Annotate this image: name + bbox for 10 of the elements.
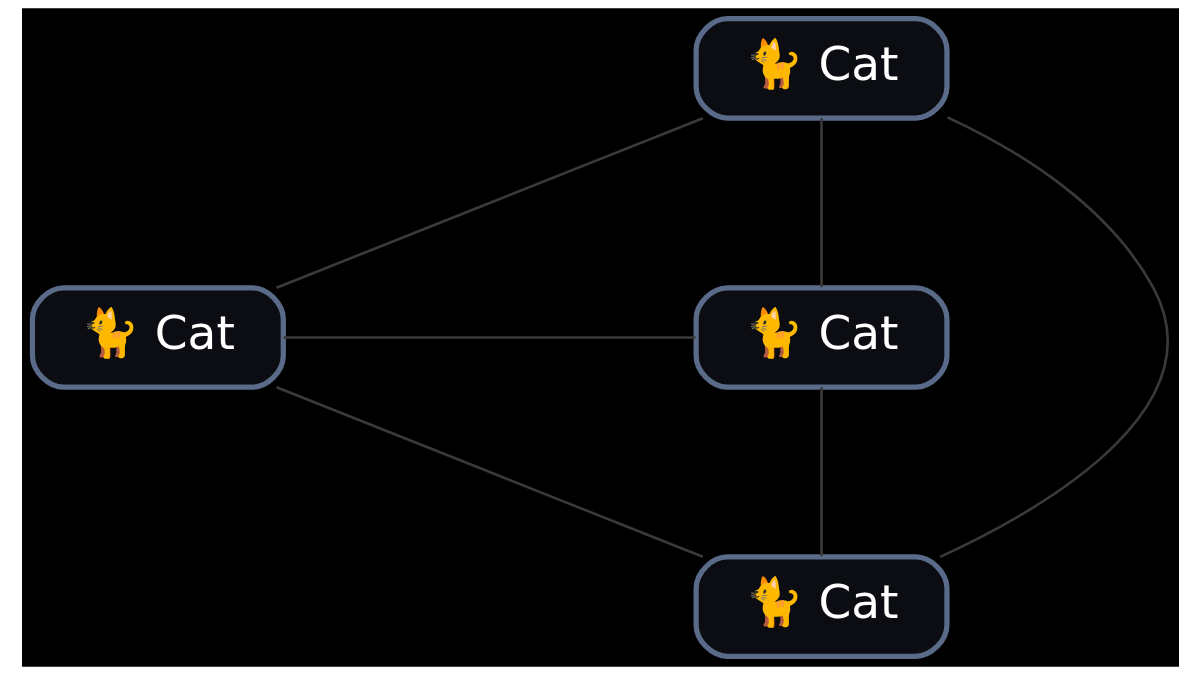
connector xyxy=(819,387,823,557)
node-box: 🐈 Cat xyxy=(693,285,950,390)
connector xyxy=(275,386,703,558)
node-box: 🐈 Cat xyxy=(693,554,950,659)
connector xyxy=(275,116,703,289)
connector xyxy=(283,336,695,339)
node-box: 🐈 Cat xyxy=(29,285,286,390)
node-box: 🐈 Cat xyxy=(693,16,950,121)
connector xyxy=(939,116,1169,559)
connector xyxy=(819,118,823,288)
